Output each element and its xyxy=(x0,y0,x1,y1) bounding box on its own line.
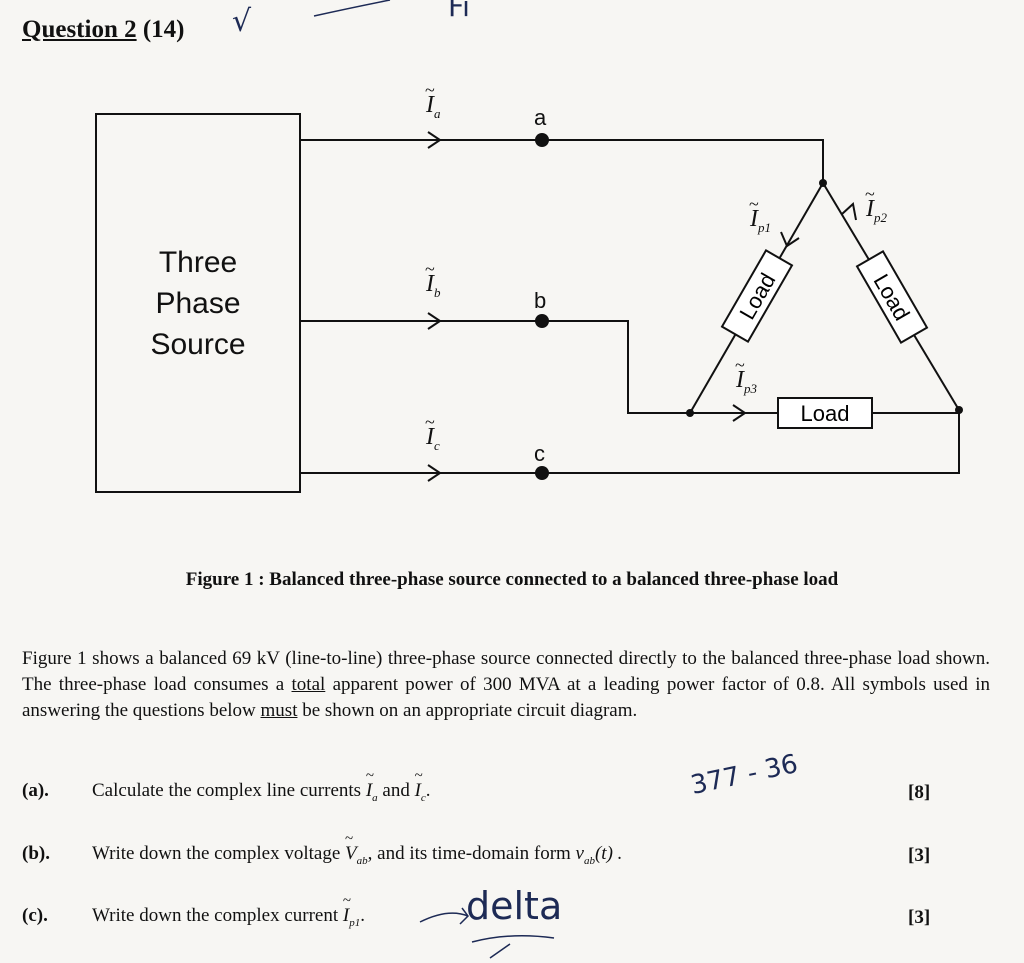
wire-b xyxy=(300,320,690,414)
question-c-text: Write down the complex current Ip1. xyxy=(92,893,365,929)
wire-c xyxy=(300,410,960,474)
wire-a xyxy=(300,139,824,183)
question-title: Question 2 (14) xyxy=(22,16,185,44)
current-b-label: Ib xyxy=(425,271,441,300)
question-a-text: Calculate the complex line currents Ia a… xyxy=(92,768,431,804)
problem-statement: Figure 1 shows a balanced 69 kV (line-to… xyxy=(22,648,990,721)
load-bottom: Load xyxy=(777,397,873,429)
question-a-label: (a). xyxy=(22,780,49,801)
node-b-dot xyxy=(535,314,549,328)
question-c-marks: [3] xyxy=(908,907,931,928)
handwritten-arrow xyxy=(419,907,469,925)
svg-text:~: ~ xyxy=(735,355,745,375)
svg-text:~: ~ xyxy=(425,412,435,432)
handwritten-check: √ xyxy=(232,4,252,39)
node-c-label: c xyxy=(534,441,545,466)
handwritten-underline xyxy=(471,935,555,959)
load-right: Load xyxy=(855,250,929,344)
svg-text:Load: Load xyxy=(801,401,850,426)
node-a-label: a xyxy=(534,105,547,130)
circuit-diagram: Load Load Load Three Phase Source a b c … xyxy=(95,80,963,493)
handwritten-top-word: Fi xyxy=(448,0,470,23)
source-box xyxy=(95,113,301,493)
svg-text:~: ~ xyxy=(425,80,435,100)
current-a-label: Ia xyxy=(425,92,441,121)
load-left: Load xyxy=(720,249,794,343)
question-b-text: Write down the complex voltage Vab, and … xyxy=(92,831,622,867)
node-b-label: b xyxy=(534,288,546,313)
current-p3-label: Ip3 xyxy=(735,367,758,396)
question-label: Question 2 xyxy=(22,16,137,43)
source-label-line1: Three xyxy=(159,246,237,279)
current-c-label: Ic xyxy=(425,424,440,453)
figure-caption: Figure 1 : Balanced three-phase source c… xyxy=(185,569,839,590)
current-p1-label: Ip1 xyxy=(749,206,771,235)
question-b-marks: [3] xyxy=(908,845,931,866)
svg-text:~: ~ xyxy=(865,184,875,204)
handwritten-delta-note: delta xyxy=(466,884,563,928)
arrow-c xyxy=(427,464,442,482)
arrow-p1 xyxy=(780,231,800,248)
handwritten-stroke xyxy=(313,0,391,17)
arrow-a xyxy=(427,131,442,149)
question-a-marks: [8] xyxy=(908,782,931,803)
question-c-label: (c). xyxy=(22,905,48,926)
question-b-label: (b). xyxy=(22,843,50,864)
node-c-dot xyxy=(535,466,549,480)
handwritten-margin-note: 377 - 36 xyxy=(688,749,801,801)
node-a-dot xyxy=(535,133,549,147)
question-points: (14) xyxy=(142,16,185,43)
svg-text:~: ~ xyxy=(749,194,759,214)
arrow-b xyxy=(427,312,442,330)
source-label-line3: Source xyxy=(150,328,245,361)
svg-text:~: ~ xyxy=(425,259,435,279)
arrow-p3 xyxy=(732,404,747,422)
current-p2-label: Ip2 xyxy=(865,196,888,225)
source-label-line2: Phase xyxy=(155,287,240,320)
arrow-p2 xyxy=(841,202,857,221)
